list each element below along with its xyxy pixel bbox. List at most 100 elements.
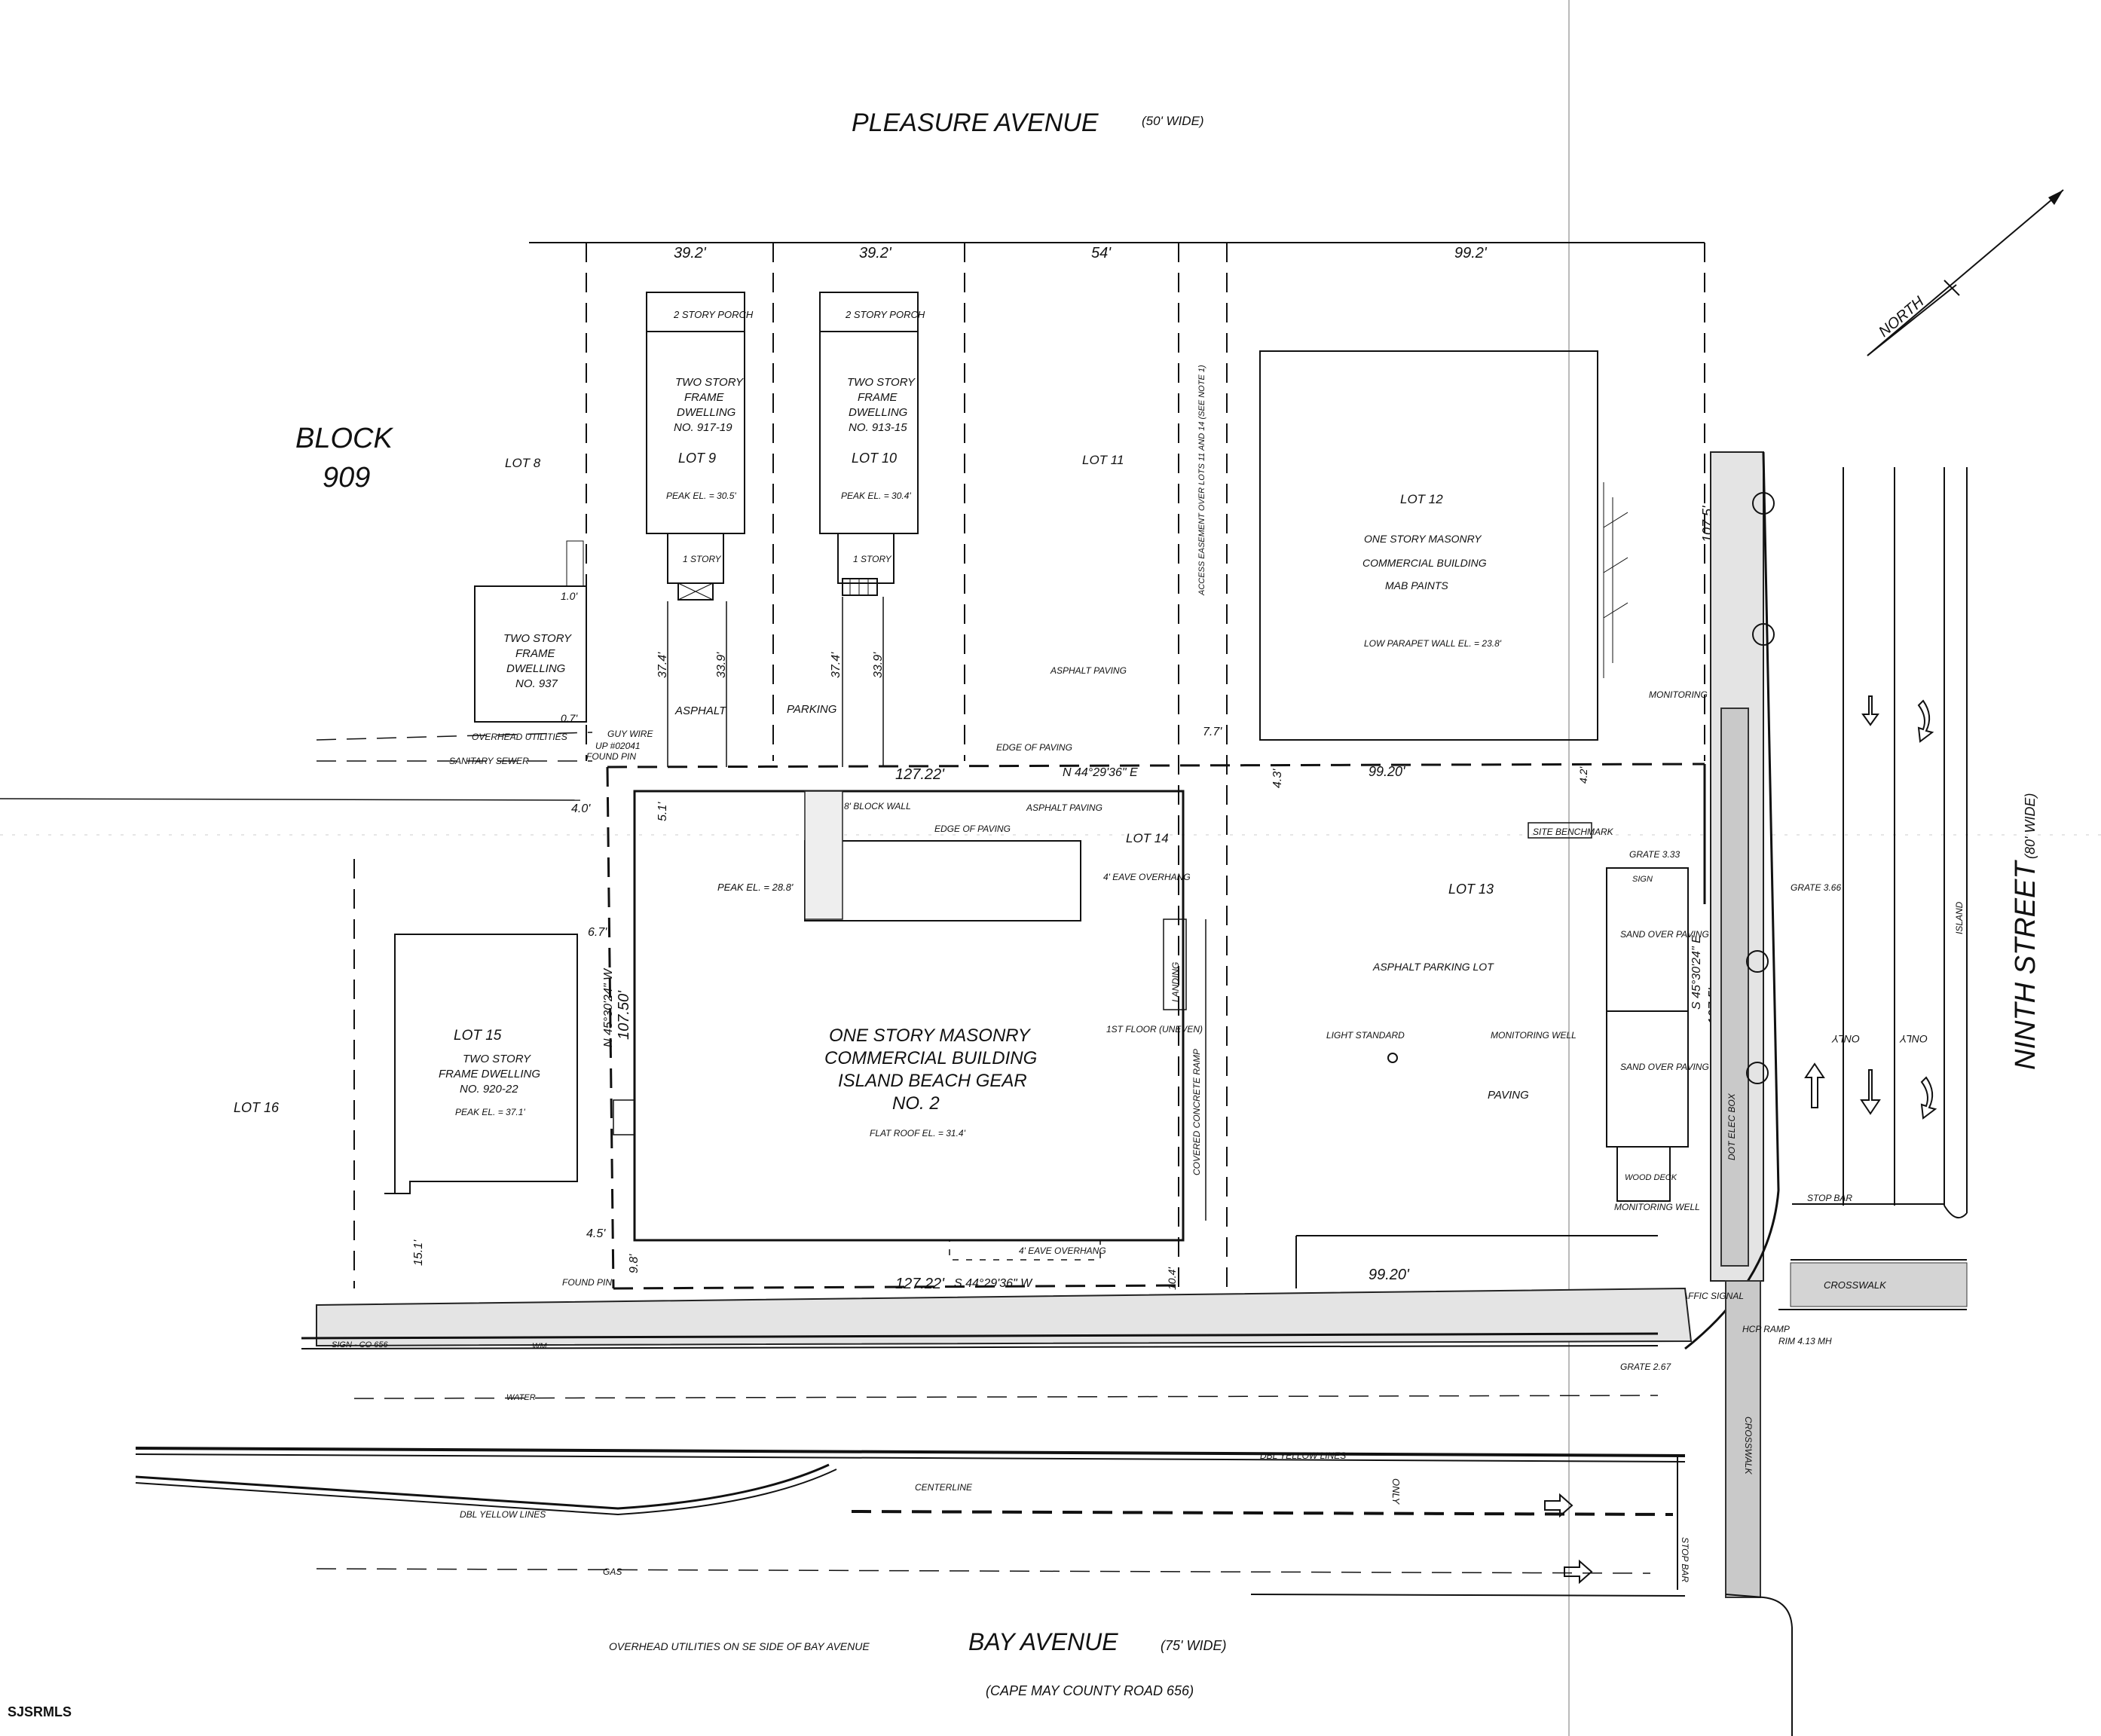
street-bay: BAY AVENUE bbox=[968, 1628, 1118, 1655]
site-benchmark-label: SITE BENCHMARK bbox=[1533, 827, 1614, 837]
house-line-2: FRAME bbox=[858, 391, 898, 404]
site-benchmark-box bbox=[1528, 822, 1592, 839]
dim-top-2: 39.2' bbox=[859, 245, 892, 261]
landing-label: LANDING bbox=[1170, 962, 1181, 1002]
wood-deck-label: WOOD DECK bbox=[1625, 1173, 1677, 1182]
tree-icon bbox=[1752, 492, 1775, 515]
parking-label: PARKING bbox=[787, 703, 837, 716]
bay-overhead-note: OVERHEAD UTILITIES ON SE SIDE OF BAY AVE… bbox=[609, 1640, 870, 1652]
corner-curb bbox=[1763, 1597, 1793, 1736]
dim-0-7: 0.7' bbox=[561, 712, 578, 724]
lot-line bbox=[0, 798, 581, 801]
peak-el: PEAK EL. = 30.5' bbox=[666, 491, 736, 501]
hcp-ramp-label: HCP RAMP bbox=[1742, 1324, 1790, 1334]
property-boundary bbox=[606, 763, 1706, 1290]
found-pin-label-2: FOUND PIN bbox=[562, 1277, 612, 1288]
asphalt-paving-label: ASPHALT PAVING bbox=[1050, 665, 1127, 676]
island-label: ISLAND bbox=[1954, 901, 1965, 934]
dim-33-9: 33.9' bbox=[715, 652, 728, 678]
building-line-4: NO. 2 bbox=[892, 1093, 940, 1114]
dim-37-4: 37.4' bbox=[656, 652, 669, 678]
one-story-label: 1 STORY bbox=[683, 554, 722, 564]
dwelling-line-2: FRAME bbox=[515, 647, 555, 660]
block-number: 909 bbox=[323, 462, 370, 494]
building-line-2: COMMERCIAL BUILDING bbox=[824, 1048, 1037, 1068]
gas-line bbox=[316, 1568, 1651, 1574]
stop-bar-label: STOP BAR bbox=[1807, 1193, 1852, 1203]
dim-top-1: 39.2' bbox=[674, 245, 707, 261]
tree-icon bbox=[1746, 1062, 1769, 1084]
sign-label: SIGN bbox=[1632, 875, 1653, 884]
dim-4-5: 4.5' bbox=[586, 1227, 606, 1240]
water-line bbox=[353, 1395, 1659, 1399]
block-wall-label: 8' BLOCK WALL bbox=[844, 801, 911, 811]
house-line-1: TWO STORY bbox=[675, 376, 744, 389]
building-line-1: ONE STORY MASONRY bbox=[829, 1025, 1032, 1046]
house-line-1: TWO STORY bbox=[463, 1053, 531, 1065]
north-arrow-icon: NORTH bbox=[1867, 189, 2064, 356]
dim-7-7: 7.7' bbox=[1203, 726, 1222, 738]
house-lot-10: 2 STORY PORCH TWO STORY FRAME DWELLING N… bbox=[819, 292, 925, 596]
bearing-north-line: N 44°29'36" E bbox=[1063, 766, 1138, 779]
lot-13-label: LOT 13 bbox=[1448, 882, 1494, 897]
dim-5-1: 5.1' bbox=[656, 802, 669, 821]
block-label: BLOCK bbox=[295, 423, 393, 454]
dim-127-top: 127.22' bbox=[895, 766, 945, 783]
one-story-label: 1 STORY bbox=[853, 554, 892, 564]
main-building: ONE STORY MASONRY COMMERCIAL BUILDING IS… bbox=[613, 790, 1206, 1261]
dim-33-9: 33.9' bbox=[872, 652, 885, 678]
lane-arrow-icon bbox=[1861, 695, 1879, 726]
dim-99-top: 99.20' bbox=[1369, 764, 1405, 779]
grate-2: GRATE 3.66 bbox=[1791, 882, 1841, 893]
bay-curb bbox=[301, 1332, 1659, 1340]
house-lot-9: 2 STORY PORCH TWO STORY FRAME DWELLING N… bbox=[646, 292, 754, 601]
dwelling-line-4: NO. 937 bbox=[515, 677, 558, 690]
lane-arrow-icon bbox=[1860, 1069, 1881, 1115]
bearing-east-line: S 45°30'24" E bbox=[1690, 935, 1703, 1010]
lot-15-label: LOT 15 bbox=[454, 1028, 502, 1044]
crosswalk-label: CROSSWALK bbox=[1824, 1279, 1887, 1291]
light-standard-icon bbox=[1387, 1053, 1398, 1063]
north-label: NORTH bbox=[1876, 293, 1928, 341]
bearing-west-line: N 45°30'24" W bbox=[602, 967, 615, 1047]
house-line-3: DWELLING bbox=[849, 406, 908, 419]
house-line-2: FRAME DWELLING bbox=[439, 1068, 540, 1080]
wm-label: WM bbox=[532, 1342, 547, 1351]
parapet-el: LOW PARAPET WALL EL. = 23.8' bbox=[1364, 638, 1502, 649]
bay-sidewalk bbox=[316, 1287, 1693, 1347]
house-line-4: NO. 917-19 bbox=[674, 421, 732, 434]
crosswalk-label-2: CROSSWALK bbox=[1743, 1417, 1754, 1475]
house-line-1: TWO STORY bbox=[847, 376, 916, 389]
lane-arrow-icon bbox=[1804, 1062, 1825, 1108]
tree-icon bbox=[1752, 623, 1775, 646]
house-line-3: DWELLING bbox=[677, 406, 736, 419]
eave-overhang-1: 4' EAVE OVERHANG bbox=[1103, 872, 1191, 882]
eave-overhang-2: 4' EAVE OVERHANG bbox=[1019, 1245, 1106, 1256]
turn-arrow-icon bbox=[1917, 699, 1934, 743]
bay-arrow-icon bbox=[1544, 1493, 1573, 1518]
dim-1-0: 1.0' bbox=[561, 590, 578, 602]
dim-4-0: 4.0' bbox=[571, 802, 591, 815]
crosswalk-area bbox=[1790, 1262, 1968, 1307]
monitoring-well-3: MONITORING WELL bbox=[1614, 1202, 1700, 1212]
building-line-3: MAB PAINTS bbox=[1385, 579, 1448, 591]
building-line-2: COMMERCIAL BUILDING bbox=[1362, 557, 1487, 569]
only-marking-2: ONLY bbox=[1898, 1033, 1928, 1045]
dbl-yellow-line bbox=[135, 1447, 1686, 1457]
lot-8-label: LOT 8 bbox=[505, 456, 541, 470]
dim-107-west: 107.50' bbox=[616, 990, 632, 1040]
bay-stop-bar-label: STOP BAR bbox=[1680, 1537, 1690, 1582]
grate-1: GRATE 3.33 bbox=[1629, 849, 1680, 860]
monitoring-well-1: MONITORING WELL bbox=[1491, 1030, 1577, 1041]
asphalt-paving-label-2: ASPHALT PAVING bbox=[1026, 802, 1102, 813]
sign-co-label: SIGN - CO 656 bbox=[332, 1340, 388, 1349]
peak-el: PEAK EL. = 30.4' bbox=[841, 491, 911, 501]
dbl-yellow-curve bbox=[135, 1463, 830, 1510]
dbl-yellow-line bbox=[135, 1453, 1686, 1462]
building-lot-12: LOT 12 ONE STORY MASONRY COMMERCIAL BUIL… bbox=[1259, 350, 1629, 741]
dot-elec-box-label: DOT ELEC BOX bbox=[1726, 1093, 1737, 1160]
street-pleasure: PLEASURE AVENUE bbox=[852, 108, 1099, 137]
dwelling-937: TWO STORY FRAME DWELLING NO. 937 1.0' 0.… bbox=[474, 540, 587, 724]
edge-of-paving-1: EDGE OF PAVING bbox=[996, 742, 1072, 753]
